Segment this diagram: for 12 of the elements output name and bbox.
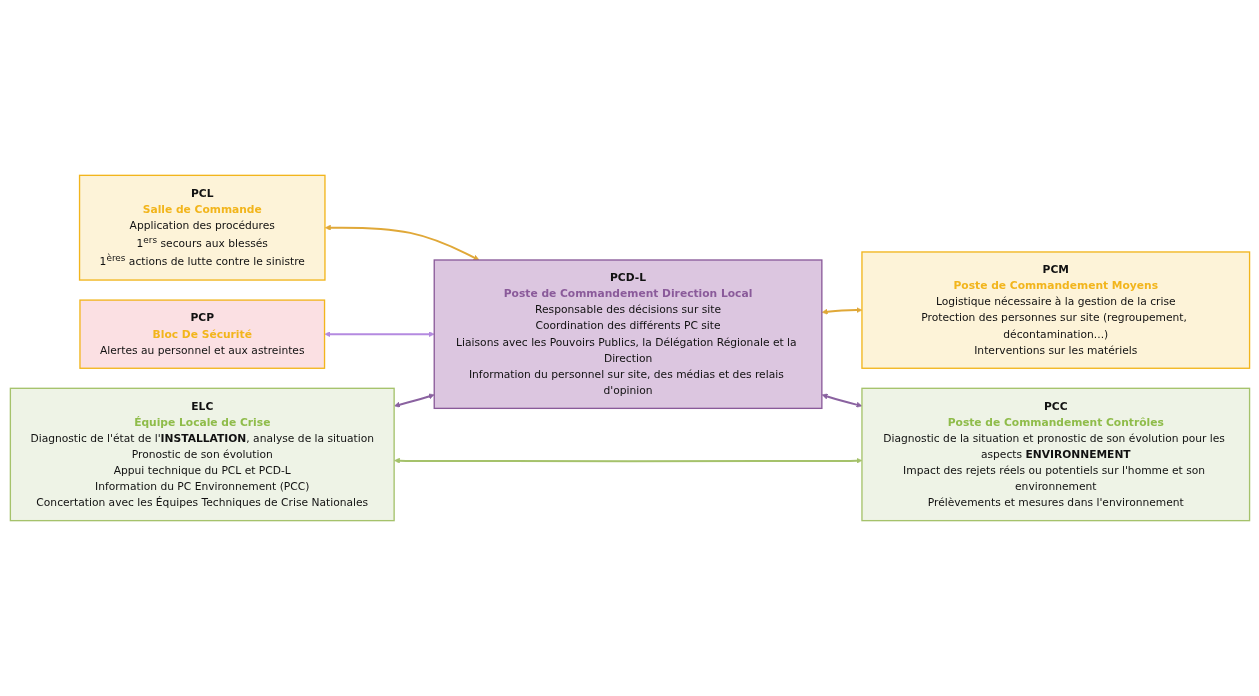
arrow bbox=[393, 393, 434, 408]
node-box: PCD-L Poste de Commandement Direction Local Responsable des décisions sur site Coordination des différents PC site Liaisons avec les Pouvoirs Publics, la Délégation Régionale et la Direction Information du personnel sur site, des médias et des relais d'opinion bbox=[433, 259, 823, 410]
node-box: ELC Équipe Locale de Crise Diagnostic de l'état de l'INSTALLATION, analyse de la situation Pronostic de son évolution Appui technique du PCL et PCD-L Information du PC Environnement (PCC) Concertation avec les Équipes Techniques de Crise Nationales bbox=[9, 387, 395, 522]
node-box: PCC Poste de Commandement Contrôles Diagnostic de la situation et pronostic de son évolution pour les aspects ENVIRONNEMENT Impact des rejets réels ou potentiels sur l'homme et son environnement Prélèvements et mesures dans l'environnement bbox=[860, 387, 1250, 522]
arrow bbox=[324, 224, 479, 261]
node-box: PCL Salle de Commande Application des procédures 1$^{ers}$ secours aux blessés 1$^{ères}$ actions de lutte contre le sinistre bbox=[78, 174, 326, 281]
arrow bbox=[324, 331, 434, 338]
arrow bbox=[393, 457, 862, 464]
node-box: PCM Poste de Commandement Moyens Logistique nécessaire à la gestion de la crise Protection des personnes sur site (regroupement, décontamination...) Interventions sur les matériels bbox=[860, 251, 1250, 369]
node-box: PCP Bloc De Sécurité Alertes au personnel et aux astreintes bbox=[78, 299, 325, 369]
arrow bbox=[821, 393, 862, 408]
arrow bbox=[821, 307, 862, 315]
